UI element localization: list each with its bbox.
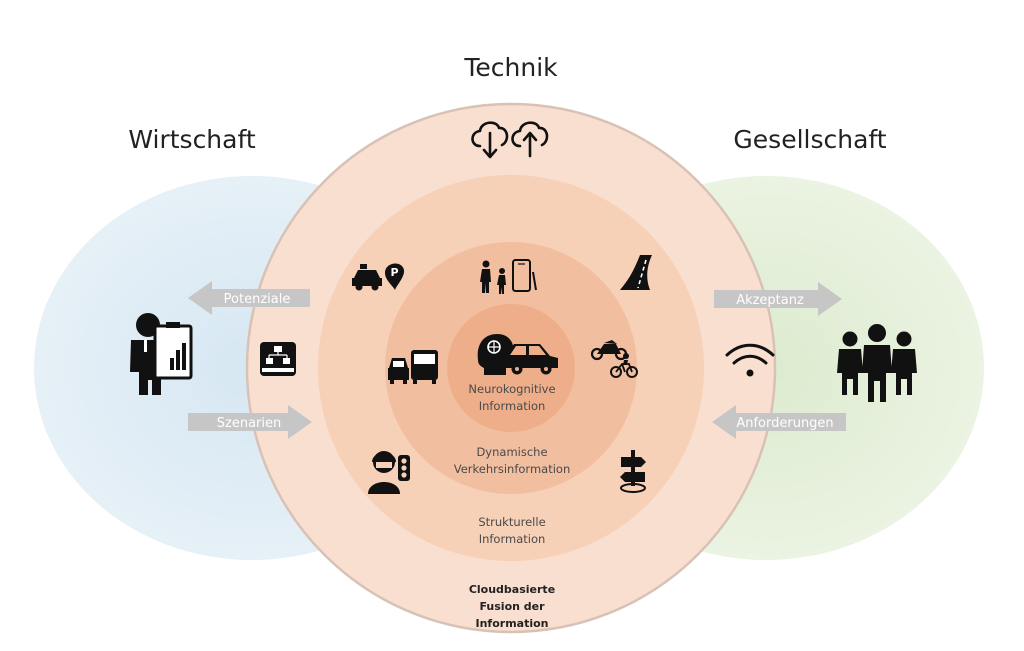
title-wirtschaft: Wirtschaft <box>128 125 255 154</box>
label-strukturelle: Strukturelle Information <box>478 515 545 546</box>
ev-charging-parking-icon: P <box>352 263 405 291</box>
label-cloudbasierte: Cloudbasierte Fusion der Information <box>469 583 555 630</box>
label-neurokognitive: Neurokognitive Information <box>468 382 555 413</box>
label-core-line2: Information <box>479 399 546 413</box>
title-technik: Technik <box>463 53 558 82</box>
arrow-szenarien-label: Szenarien <box>217 416 281 431</box>
network-device-icon <box>260 342 296 376</box>
wifi-icon <box>725 343 775 377</box>
arrow-anforderungen: Anforderungen <box>712 405 846 439</box>
road-icon <box>620 255 652 290</box>
label-structural-line1: Strukturelle <box>478 515 545 529</box>
arrow-potenziale: Potenziale <box>188 281 310 315</box>
label-cloud-line1: Cloudbasierte <box>469 583 555 596</box>
arrow-szenarien: Szenarien <box>188 405 312 439</box>
label-cloud-line3: Information <box>476 617 549 630</box>
driver-traffic-light-icon <box>368 451 410 494</box>
arrow-anforderungen-label: Anforderungen <box>736 416 833 431</box>
label-dynamic-line2: Verkehrsinformation <box>454 462 570 476</box>
people-group-icon <box>837 324 917 402</box>
car-icon <box>505 344 558 375</box>
arrow-potenziale-label: Potenziale <box>224 292 291 307</box>
title-gesellschaft: Gesellschaft <box>733 125 886 154</box>
motorbike-bicycle-icon <box>590 340 638 378</box>
arrow-akzeptanz-label: Akzeptanz <box>736 293 804 308</box>
label-dynamic-line1: Dynamische <box>476 445 547 459</box>
cloud-upload-icon <box>511 121 549 158</box>
label-cloud-line2: Fusion der <box>479 600 545 613</box>
cloud-download-icon <box>471 121 509 159</box>
label-dynamische: Dynamische Verkehrsinformation <box>454 445 570 476</box>
car-bus-icon <box>388 350 438 384</box>
label-structural-line2: Information <box>479 532 546 546</box>
signpost-icon <box>620 450 646 493</box>
svg-text:P: P <box>390 266 398 279</box>
arrow-akzeptanz: Akzeptanz <box>714 282 842 316</box>
pedestrian-smartphone-icon <box>480 259 537 294</box>
business-presenter-icon <box>130 313 193 395</box>
label-core-line1: Neurokognitive <box>468 382 555 396</box>
